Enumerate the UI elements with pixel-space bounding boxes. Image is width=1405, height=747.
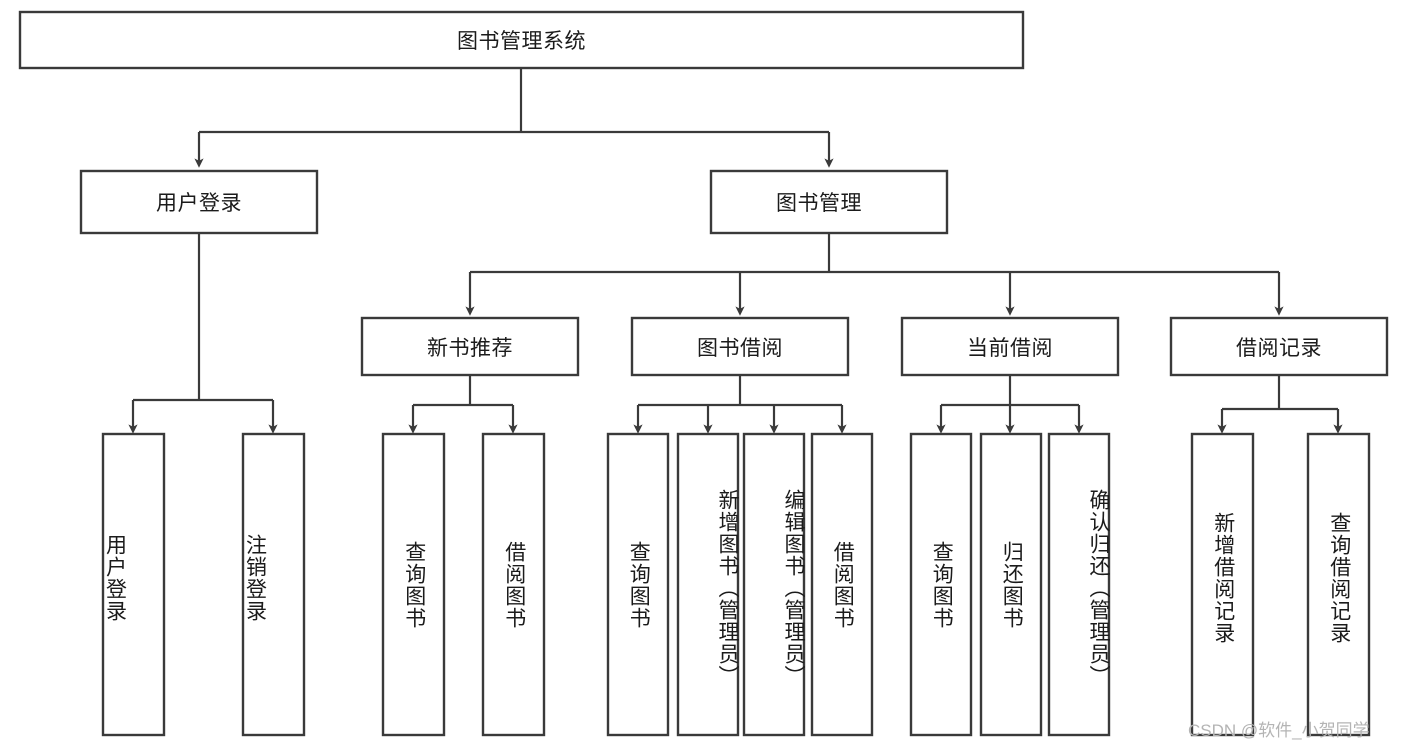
leaf-box-borrow-2[interactable] (676, 432, 740, 737)
node-book-borrow-box[interactable] (630, 316, 850, 377)
leaf-box-record-2[interactable] (1306, 432, 1371, 737)
leaf-box-borrow-4[interactable] (810, 432, 874, 737)
leaf-box-record-1[interactable] (1190, 432, 1255, 737)
node-new-book-recommend-box[interactable] (360, 316, 580, 377)
leaf-box-borrow-1[interactable] (606, 432, 670, 737)
node-user-login-box[interactable] (79, 169, 319, 235)
leaf-box-recommend-1[interactable] (381, 432, 446, 737)
leaf-box-borrow-3[interactable] (742, 432, 806, 737)
leaf-box-recommend-2[interactable] (481, 432, 546, 737)
node-borrow-record-box[interactable] (1169, 316, 1389, 377)
leaf-box-user-login-2[interactable] (241, 432, 306, 737)
node-current-borrow-box[interactable] (900, 316, 1120, 377)
leaf-box-current-3[interactable] (1047, 432, 1111, 737)
node-book-manage-box[interactable] (709, 169, 949, 235)
node-root-box[interactable] (18, 10, 1025, 70)
leaf-box-current-1[interactable] (909, 432, 973, 737)
leaf-box-current-2[interactable] (979, 432, 1043, 737)
leaf-box-user-login-1[interactable] (101, 432, 166, 737)
